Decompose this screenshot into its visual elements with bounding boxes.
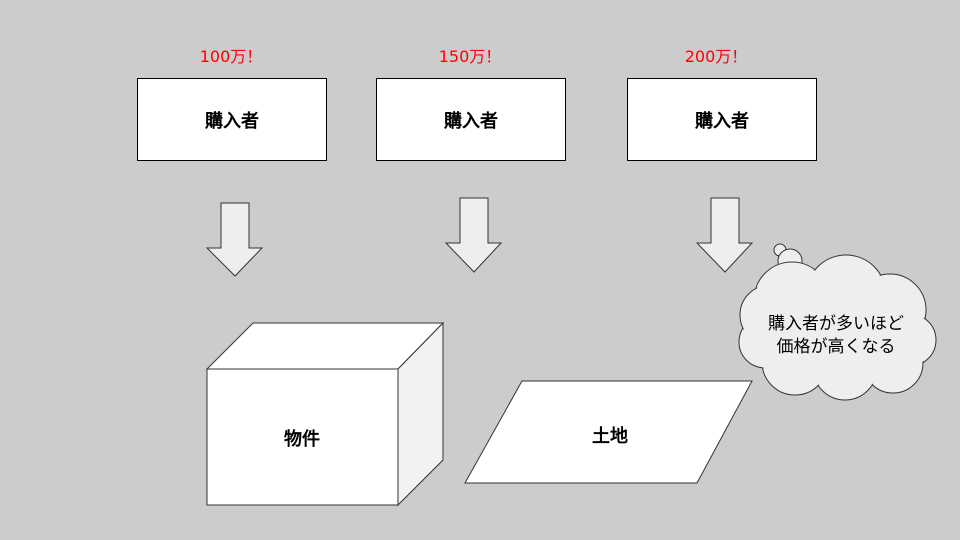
down-arrow-1-icon xyxy=(205,202,264,277)
buyer-2-price: 150万！ xyxy=(438,47,502,66)
buyer-label: 購入者 xyxy=(695,110,749,132)
land-parallelogram xyxy=(464,380,753,484)
down-arrow-2-icon xyxy=(444,197,503,273)
property-cube xyxy=(205,321,445,507)
buyer-1-price: 100万！ xyxy=(199,47,263,66)
property-label: 物件 xyxy=(284,429,320,450)
buyer-label: 購入者 xyxy=(205,110,259,132)
buyer-3-price: 200万！ xyxy=(684,47,748,66)
thought-text-line-2: 価格が高くなる xyxy=(776,337,896,357)
buyer-label: 購入者 xyxy=(444,110,498,132)
buyer-box-3: 購入者 xyxy=(627,78,817,161)
land-label: 土地 xyxy=(592,426,628,447)
buyer-box-2: 購入者 xyxy=(376,78,566,161)
thought-text-line-1: 購入者が多いほど xyxy=(768,314,904,334)
down-arrow-3-icon xyxy=(695,197,754,273)
thought-cloud xyxy=(738,254,937,401)
buyer-box-1: 購入者 xyxy=(137,78,327,161)
